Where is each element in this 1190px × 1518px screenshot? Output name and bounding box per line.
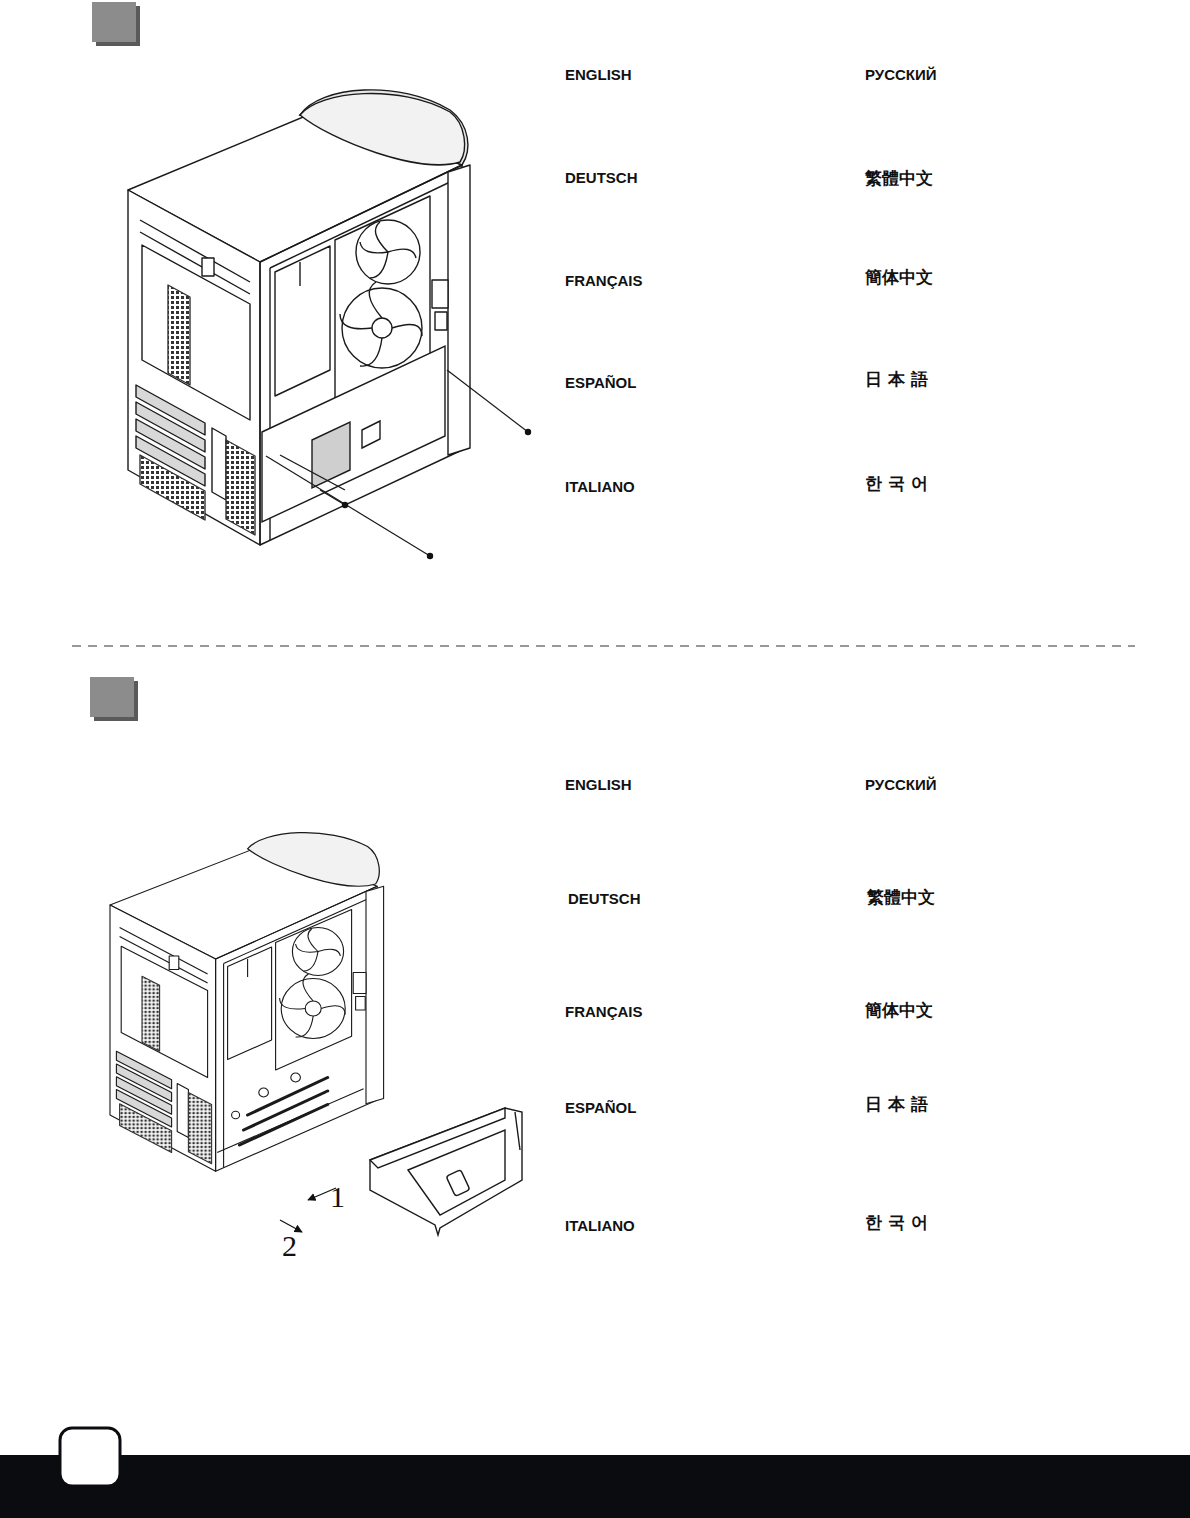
language-label: 簡体中文 — [865, 268, 933, 287]
language-label: ESPAÑOL — [565, 375, 636, 392]
language-label: 日 本 語 — [865, 1095, 928, 1114]
language-label: 繁體中文 — [865, 169, 933, 188]
language-label: FRANÇAIS — [565, 1004, 643, 1021]
language-label: РУССКИЙ — [865, 777, 937, 794]
language-label: 한 국 어 — [865, 474, 928, 493]
screw-leader — [266, 370, 528, 556]
bracket — [262, 346, 445, 522]
language-label: 한 국 어 — [865, 1213, 928, 1232]
footer-bar — [0, 1455, 1190, 1518]
language-label: ESPAÑOL — [565, 1100, 636, 1117]
language-label: DEUTSCH — [568, 891, 641, 908]
step-marker — [92, 2, 136, 42]
callout-number: 1 — [330, 1180, 345, 1213]
language-label: 日 本 語 — [865, 370, 928, 389]
page-number-box — [60, 1428, 120, 1486]
language-label: FRANÇAIS — [565, 273, 643, 290]
language-label: ENGLISH — [565, 777, 632, 794]
case-drawing — [128, 90, 531, 559]
language-label: 繁體中文 — [867, 888, 935, 907]
language-label: ENGLISH — [565, 67, 632, 84]
case-drawing — [110, 833, 522, 1235]
language-label: DEUTSCH — [565, 170, 638, 187]
step-marker — [90, 677, 134, 717]
separator — [72, 645, 1135, 646]
language-label: РУССКИЙ — [865, 67, 937, 84]
language-label: ITALIANO — [565, 1218, 635, 1235]
bracket — [370, 1108, 522, 1235]
language-label: ITALIANO — [565, 479, 635, 496]
language-label: 簡体中文 — [865, 1001, 933, 1020]
callout-number: 2 — [282, 1229, 297, 1262]
